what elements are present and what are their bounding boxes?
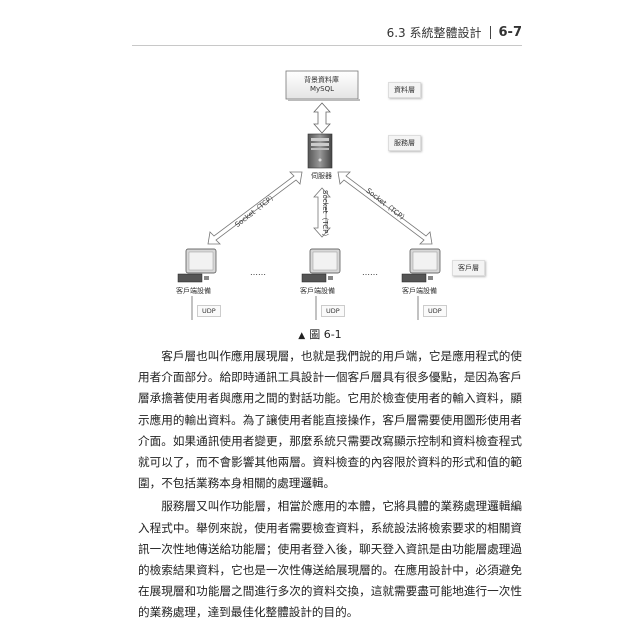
client-computer-right <box>401 248 441 283</box>
db-server-arrow <box>313 102 331 134</box>
client-layer-label: 客戶層 <box>452 260 485 276</box>
db-label-line2: MySQL <box>310 85 335 93</box>
header-separator <box>489 26 491 39</box>
client-device-label-right: 客戶端設備 <box>402 287 437 295</box>
db-label-line1: 背景資料庫 <box>304 76 339 84</box>
caption-text: 圖 6-1 <box>309 328 342 341</box>
service-layer-label: 服務層 <box>388 135 421 151</box>
section-title: 6.3 系統整體設計 <box>386 26 482 40</box>
socket-arrow-left <box>207 171 303 245</box>
figure-6-1: 背景資料庫 MySQL 資料層 服務層 客戶層 伺服器 Socket（TCP） … <box>176 70 485 320</box>
database-box <box>285 70 359 100</box>
page-number: 6-7 <box>498 25 523 40</box>
running-header: 6.3 系統整體設計 6-7 <box>387 24 522 41</box>
architecture-diagram <box>177 70 441 320</box>
udp-label-right: UDP <box>423 305 447 317</box>
client-device-label-middle: 客戶端設備 <box>300 287 335 295</box>
socket-arrow-middle <box>313 187 331 238</box>
server-label: 伺服器 <box>311 172 332 180</box>
dots-left: …… <box>250 268 266 277</box>
udp-label-left: UDP <box>197 305 221 317</box>
paragraph-client-layer: 客戶層也叫作應用展現層，也就是我們說的用戶端，它是應用程式的使用者介面部分。給即… <box>138 349 522 491</box>
caption-triangle-icon: ▲ <box>298 331 306 341</box>
data-layer-label: 資料層 <box>388 82 421 98</box>
body-text: 客戶層也叫作應用展現層，也就是我們說的用戶端，它是應用程式的使用者介面部分。給即… <box>138 346 522 626</box>
server-icon <box>307 133 333 169</box>
dots-right: …… <box>362 268 378 277</box>
header-rule <box>132 45 522 46</box>
figure-caption: ▲圖 6-1 <box>0 326 640 342</box>
client-computer-middle <box>301 248 341 283</box>
udp-label-middle: UDP <box>321 305 345 317</box>
socket-arrow-right <box>337 171 433 245</box>
socket-label-middle: Socket（TCP） <box>321 190 329 241</box>
paragraph-service-layer: 服務層又叫作功能層，相當於應用的本體，它將具體的業務處理邏輯編入程式中。舉例來說… <box>138 499 522 620</box>
client-computer-left <box>177 248 217 283</box>
client-device-label-left: 客戶端設備 <box>176 287 211 295</box>
